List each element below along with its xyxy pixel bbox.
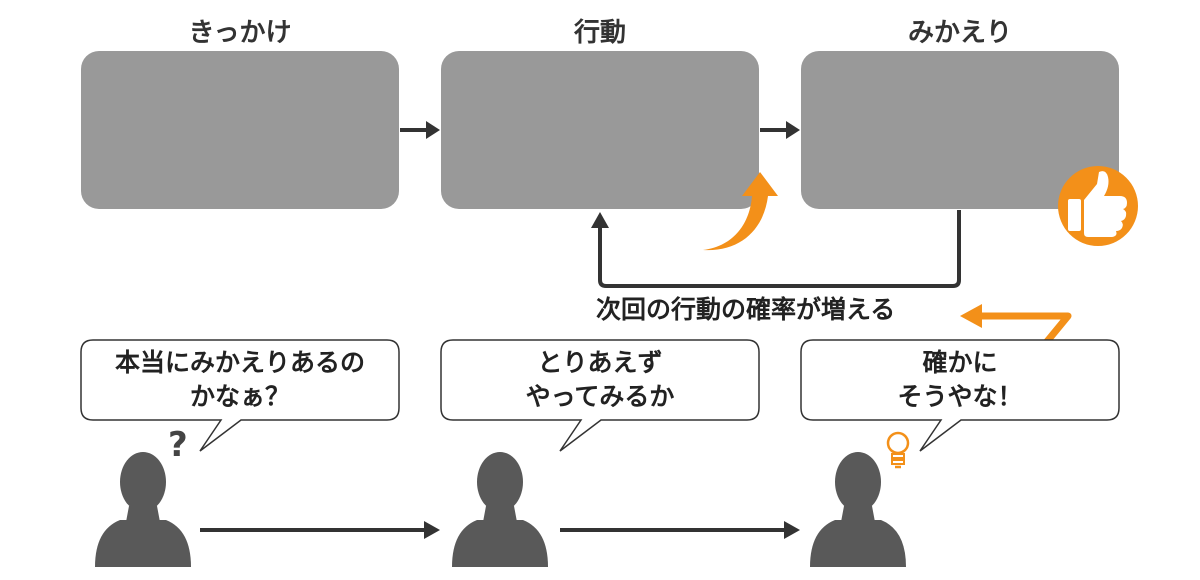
person-icon bbox=[810, 452, 906, 567]
speech-text-1-line1: 本当にみかえりあるの bbox=[114, 348, 365, 377]
person-icon bbox=[452, 452, 548, 567]
stage-box-trigger bbox=[81, 51, 399, 209]
arrow-person2-to-person3 bbox=[560, 521, 800, 539]
speech-text-3-line1: 確かに bbox=[922, 348, 998, 377]
speech-text-2-line2: やってみるか bbox=[525, 382, 675, 411]
speech-text-2-line1: とりあえず bbox=[537, 348, 663, 377]
stage-title-reward: みかえり bbox=[907, 18, 1012, 48]
orange-pointer-arrow bbox=[960, 304, 1072, 353]
speech-text-1-line2: かなぁ？ bbox=[189, 382, 290, 411]
stage-title-trigger: きっかけ bbox=[188, 18, 292, 48]
thumbs-up-icon bbox=[1058, 166, 1138, 246]
stage-title-action: 行動 bbox=[573, 18, 626, 48]
stage-box-action bbox=[441, 51, 759, 209]
feedback-caption: 次回の行動の確率が増える bbox=[596, 295, 896, 324]
feedback-loop-arrow bbox=[591, 210, 961, 288]
speech-bubble-1 bbox=[80, 339, 400, 452]
person-icon bbox=[95, 452, 191, 567]
lightbulb-icon bbox=[886, 431, 910, 469]
arrow-person1-to-person2 bbox=[200, 521, 440, 539]
arrow-trigger-to-action bbox=[400, 121, 440, 139]
question-mark-icon: ? bbox=[168, 425, 188, 465]
arrow-action-to-reward bbox=[760, 121, 800, 139]
orange-curved-arrow bbox=[703, 172, 778, 251]
speech-bubble-2 bbox=[440, 339, 760, 452]
speech-text-3-line2: そうやな！ bbox=[897, 382, 1023, 411]
speech-bubble-3 bbox=[800, 339, 1120, 452]
